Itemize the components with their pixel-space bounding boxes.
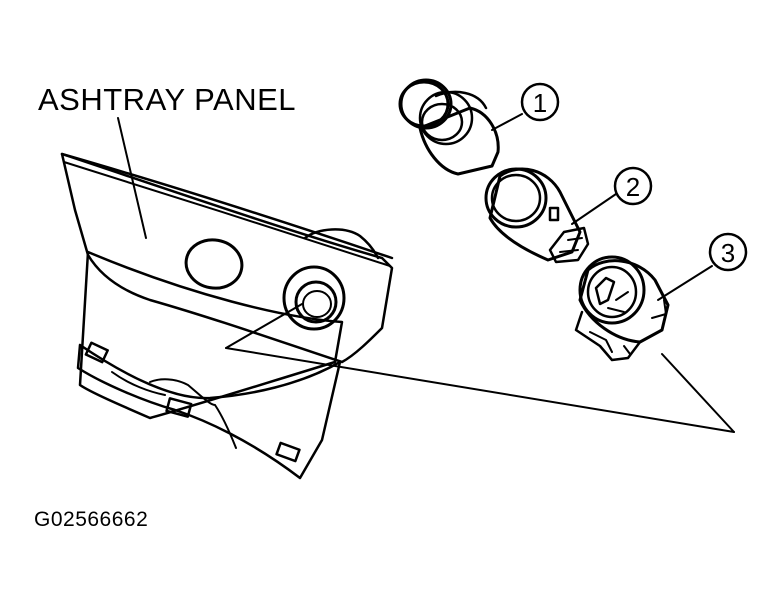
panel-face [60,152,394,364]
receptacle-body [578,259,670,344]
panel-socket-mid [294,280,338,324]
callout-1-circle [520,82,560,122]
part-1-lighter-plug [398,78,523,176]
plug-knob-front [398,80,450,128]
receptacle-leader [657,265,713,301]
receptacle-front [578,255,646,325]
install-line-to-socket [225,303,303,349]
receptacle-contact-2 [607,291,629,313]
ashtray-panel [60,117,394,480]
sleeve-connector-detail [559,237,583,253]
sleeve-connector [548,226,590,264]
callout-3-circle [708,232,748,272]
panel-socket-inner [302,290,332,318]
part-3-receptacle [574,255,713,362]
callout-1: 1 [520,82,560,122]
plug-ring-outer [418,90,474,146]
plug-ring-inner [420,102,464,142]
sleeve-front [484,167,548,229]
sleeve-front-inner [490,173,542,223]
panel-top-edge [60,152,394,260]
callout-2-number: 2 [626,172,640,202]
sleeve-leader [571,193,617,225]
panel-opening-left [184,238,244,290]
receptacle-base [574,310,642,362]
plug-body [418,106,500,176]
callout-3: 3 [708,232,748,272]
receptacle-base-detail [589,299,667,355]
panel-clip-2 [165,397,193,418]
callout-1-number: 1 [533,88,547,118]
figure-id: G02566662 [34,508,149,531]
panel-leader-line [117,117,147,239]
panel-lower-bezel [78,250,344,420]
panel-socket-outer [282,265,346,331]
plug-leader [491,113,523,131]
install-line-from-part-3 [661,353,735,433]
plug-body-top [434,90,488,110]
part-2-socket-sleeve [484,167,617,264]
callout-3-number: 3 [721,238,735,268]
callout-2: 2 [613,166,653,206]
receptacle-contact [594,276,616,306]
panel-top-edge-inner [63,161,391,267]
panel-bottom-detail [111,371,237,449]
install-line-long [225,347,735,433]
panel-rear-lip [303,228,380,260]
ashtray-panel-label: ASHTRAY PANEL [38,82,297,117]
panel-clip-1 [84,341,109,364]
callout-2-circle [613,166,653,206]
sleeve-notch [548,206,560,222]
panel-bottom-edge [76,343,342,480]
panel-clip-3 [275,441,301,463]
receptacle-front-inner [586,265,638,319]
